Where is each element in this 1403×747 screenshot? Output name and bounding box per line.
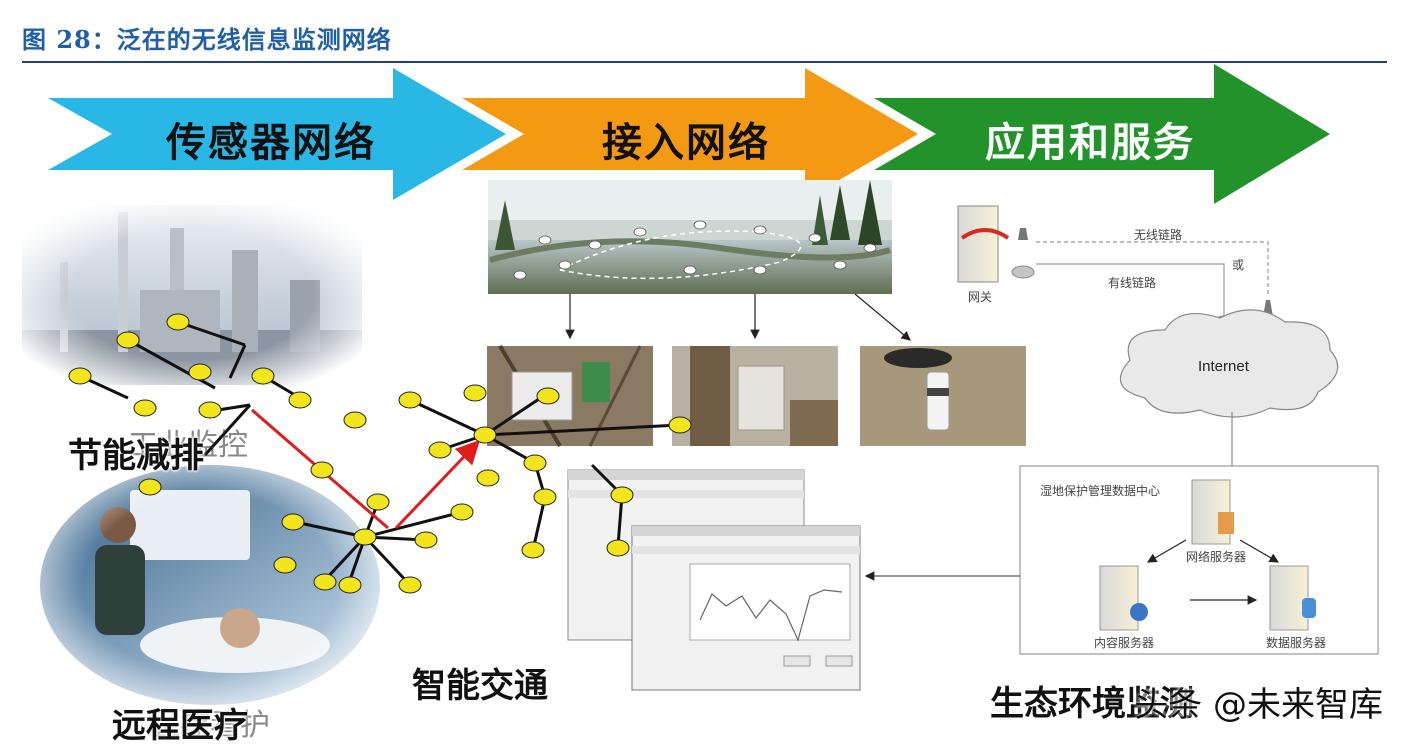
- caption-eco: 生态环境监测: [990, 684, 1194, 724]
- label-data-server: 数据服务器: [1266, 636, 1327, 650]
- label-gateway: 网关: [968, 290, 993, 304]
- title-rule: [22, 61, 1387, 63]
- arrow-label-sensor-network: 传感器网络: [166, 120, 376, 166]
- label-net-server: 网络服务器: [1186, 550, 1247, 564]
- gateway-device: [957, 205, 1035, 283]
- arrow-sensor-network: [48, 68, 506, 200]
- caption-traffic: 智能交通: [412, 666, 548, 706]
- internet-cloud: [1119, 309, 1339, 418]
- figure-title: 图 28：泛在的无线信息监测网络: [22, 25, 392, 54]
- label-content-server: 内容服务器: [1094, 636, 1155, 650]
- lake-sensor-nodes: [513, 220, 877, 280]
- red-link-traffic: [394, 439, 481, 530]
- arrow-label-access-network: 接入网络: [602, 120, 770, 166]
- data-server-icon: [1269, 565, 1316, 631]
- sensor-nodes: [68, 313, 692, 594]
- industrial-photo: [22, 205, 362, 385]
- content-server-icon: [1099, 565, 1148, 631]
- label-data-center: 湿地保护管理数据中心: [1040, 484, 1161, 498]
- caption-medical: 远程医疗: [112, 706, 248, 746]
- caption-industrial-ghost: 工业监控: [128, 428, 248, 463]
- software-window-front: [631, 525, 861, 691]
- caption-medical-ghost: 医疗看护: [150, 708, 270, 743]
- arrow-label-applications: 应用和服务: [985, 120, 1195, 166]
- field-photo-2: [672, 346, 838, 446]
- watermark: 头条 @未来智库: [1134, 685, 1383, 725]
- caption-energy: 节能减排: [68, 436, 204, 476]
- label-internet: Internet: [1198, 358, 1249, 375]
- arrow-applications: [874, 64, 1330, 204]
- landscape-photo: [488, 180, 892, 294]
- net-server-icon: [1191, 479, 1234, 545]
- label-or: 或: [1232, 258, 1245, 272]
- label-wireless-link: 无线链路: [1134, 228, 1183, 242]
- arrow-access-network: [462, 68, 918, 200]
- field-photo-3: [860, 346, 1026, 446]
- label-wired-link: 有线链路: [1108, 276, 1157, 290]
